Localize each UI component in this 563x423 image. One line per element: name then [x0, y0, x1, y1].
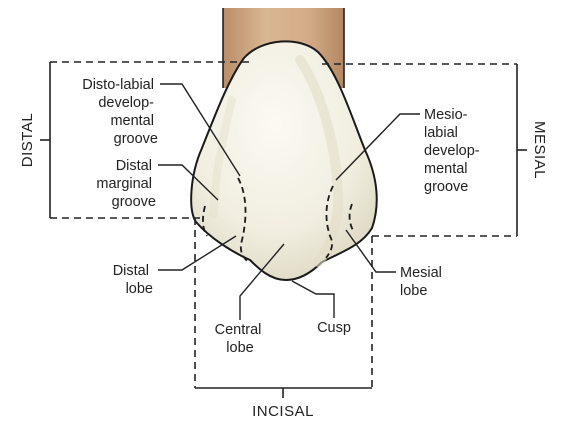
- label-cusp: Cusp: [317, 320, 351, 336]
- label-mesial: MESIAL: [531, 121, 548, 179]
- label-disto-labial-groove: Disto-labial develop- mental groove: [82, 77, 158, 147]
- label-distal-marginal-groove: Distal marginal groove: [96, 158, 156, 210]
- label-distal-lobe: Distal lobe: [113, 263, 153, 297]
- label-mesio-labial-groove: Mesio- labial develop- mental groove: [424, 107, 484, 195]
- label-distal: DISTAL: [19, 113, 36, 167]
- label-mesial-lobe: Mesial lobe: [400, 265, 446, 299]
- label-incisal: INCISAL: [252, 403, 314, 420]
- label-central-lobe: Central lobe: [215, 322, 266, 356]
- leader-cusp: [292, 281, 334, 318]
